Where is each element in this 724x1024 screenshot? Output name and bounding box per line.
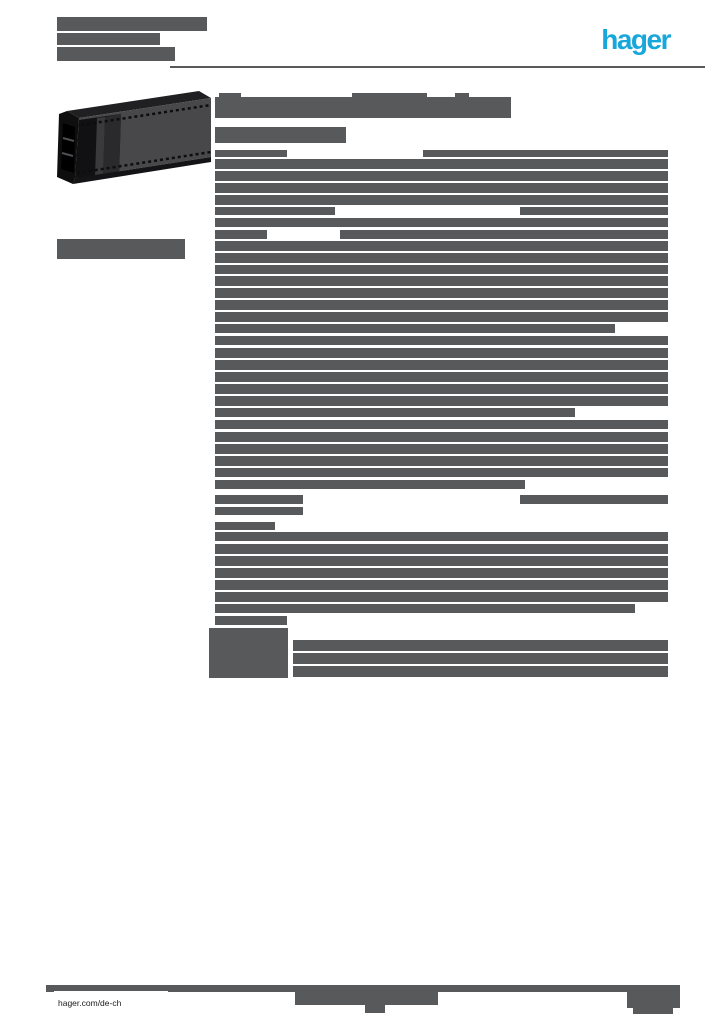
redacted-text-line: [215, 171, 668, 181]
footer-right-redacted: [627, 985, 680, 1008]
redacted-text-line: [215, 312, 668, 322]
redacted-text-line: [293, 666, 668, 677]
hager-logo: hager: [601, 24, 671, 55]
redacted-text-line: [215, 324, 615, 333]
redacted-text-line: [215, 444, 668, 454]
trunking-cavity: [61, 123, 75, 173]
footer-site-link[interactable]: hager.com/de-ch: [54, 991, 168, 1015]
trunking-bottom-lip: [73, 157, 211, 184]
header-text-line: [57, 17, 207, 31]
trunking-top-face: [67, 91, 211, 118]
redacted-text-line: [215, 592, 668, 602]
redacted-text-line: [215, 360, 668, 370]
redacted-text-line: [215, 288, 668, 298]
header-text-line: [57, 33, 160, 45]
redacted-text-line: [423, 150, 668, 157]
redacted-text-line: [215, 604, 635, 613]
redacted-text-line: [215, 544, 668, 554]
redacted-text-line: [215, 616, 287, 625]
cavity-shelf: [61, 152, 74, 157]
redacted-text-line: [215, 195, 668, 205]
redacted-text-line: [215, 183, 668, 193]
redacted-text-line: [520, 207, 668, 215]
cavity-shelf: [62, 137, 75, 142]
subtitle-redacted: [215, 127, 346, 143]
redacted-text-line: [215, 265, 668, 274]
redacted-text-line: [215, 276, 668, 286]
redacted-text-line: [215, 507, 303, 515]
footer-rule: [46, 985, 627, 992]
header-text-line: [57, 47, 175, 61]
redacted-text-line: [215, 456, 668, 466]
redacted-text-line: [215, 253, 668, 263]
footer-site-link-label: hager.com/de-ch: [58, 998, 122, 1008]
product-image: [57, 91, 212, 184]
redacted-text-line: [215, 230, 267, 239]
redacted-text-line: [215, 384, 668, 394]
redacted-text-line: [215, 468, 668, 477]
redacted-text-line: [215, 480, 525, 489]
redacted-text-line: [293, 640, 668, 651]
redacted-text-line: [215, 580, 668, 590]
redacted-text-line: [352, 93, 427, 98]
redacted-text-line: [520, 495, 668, 504]
redacted-text-line: [340, 230, 668, 239]
redacted-text-line: [215, 218, 668, 227]
serrated-edge-top: [80, 103, 212, 127]
redacted-text-line: [215, 207, 335, 215]
redacted-text-line: [219, 93, 241, 98]
redacted-text-line: [215, 348, 668, 358]
redacted-text-line: [215, 300, 668, 310]
page-title-redacted: [215, 97, 511, 118]
redacted-text-line: [215, 532, 668, 541]
redacted-text-line: [215, 336, 668, 345]
redacted-text-line: [215, 159, 668, 169]
serrated-edge-bottom: [76, 150, 212, 175]
redacted-block: [209, 628, 288, 678]
footer-center-redacted: [295, 991, 438, 1005]
header-rule: [170, 66, 705, 68]
image-caption-redacted: [57, 239, 185, 259]
redacted-text-line: [215, 556, 668, 566]
redacted-text-line: [215, 568, 668, 578]
redacted-text-line: [215, 372, 668, 382]
redacted-text-line: [215, 495, 303, 504]
redacted-text-line: [215, 408, 575, 417]
redacted-text-line: [215, 432, 668, 442]
redacted-text-line: [365, 1005, 385, 1013]
redacted-text-line: [215, 420, 668, 429]
redacted-text-line: [293, 653, 668, 664]
redacted-text-line: [633, 1008, 673, 1014]
trunking-inner-wall: [103, 114, 121, 176]
redacted-text-line: [215, 241, 668, 251]
redacted-text-line: [215, 522, 275, 530]
redacted-text-line: [215, 396, 668, 406]
trunking-divider: [95, 117, 105, 177]
redacted-text-line: [215, 150, 287, 157]
redacted-text-line: [455, 93, 469, 98]
